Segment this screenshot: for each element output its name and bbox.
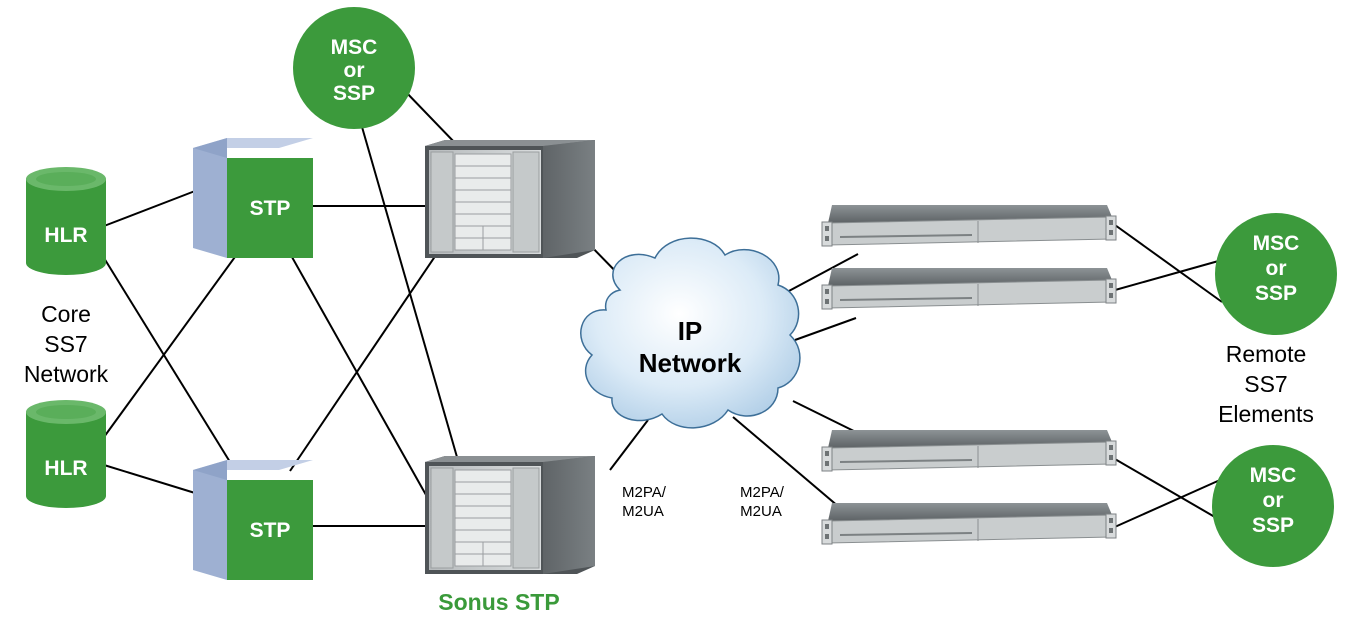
- link-msc-sonus1: [402, 88, 458, 146]
- rack-server-icon: [821, 502, 1117, 545]
- rack-server-icon: [821, 204, 1117, 247]
- link-hlr1-stp2: [103, 257, 231, 463]
- hlr-label: HLR: [44, 224, 87, 247]
- link-hlr2-stp2: [103, 464, 196, 494]
- msc-label-line-3: SSP: [333, 82, 375, 105]
- msc-label-line-2: or: [1266, 257, 1287, 280]
- msc-node-core[interactable]: MSC or SSP: [293, 7, 415, 129]
- rack-server-icon: [821, 429, 1117, 472]
- link-hlr2-stp1: [103, 249, 241, 438]
- rack-server-4[interactable]: [821, 502, 1117, 545]
- connection-lines: [103, 88, 1223, 531]
- rack-server-1[interactable]: [821, 204, 1117, 247]
- circle-node-icon: [1215, 213, 1337, 335]
- stp-node-bottom[interactable]: STP: [193, 460, 313, 580]
- msc-label-line-1: MSC: [1253, 232, 1300, 255]
- link-cloud-rack1: [786, 253, 859, 293]
- hlr-label: HLR: [44, 457, 87, 480]
- stp-label: STP: [250, 519, 291, 542]
- rack-server-2[interactable]: [821, 267, 1117, 310]
- hlr-database-bottom[interactable]: HLR: [26, 400, 106, 508]
- core-network-line-2: SS7: [44, 331, 87, 357]
- msc-label-line-3: SSP: [1255, 282, 1297, 305]
- link-cloud-rack4: [732, 416, 853, 519]
- sonus-stp-label: Sonus STP: [438, 589, 559, 615]
- server-chassis-icon: [424, 455, 596, 575]
- link-rack4-msc-r2: [1107, 479, 1221, 531]
- database-cylinder-icon: [26, 400, 106, 508]
- msc-label-line-2: or: [1263, 489, 1284, 512]
- link-rack1-msc-r1: [1107, 219, 1223, 303]
- ip-network-line-2: Network: [639, 348, 742, 378]
- server-chassis-icon: [424, 139, 596, 259]
- link-hlr1-stp1: [103, 190, 196, 227]
- core-network-line-3: Network: [24, 361, 109, 387]
- protocol-line-2: M2UA: [740, 503, 782, 520]
- stp-node-top[interactable]: STP: [193, 138, 313, 258]
- remote-elements-line-2: SS7: [1244, 371, 1287, 397]
- msc-label-line-1: MSC: [1250, 464, 1297, 487]
- link-msc-sonus2: [359, 119, 460, 465]
- msc-label-line-1: MSC: [331, 36, 378, 59]
- ip-network-line-1: IP: [678, 316, 703, 346]
- sonus-stp-chassis-bottom[interactable]: [424, 455, 596, 575]
- circle-node-icon: [1212, 445, 1334, 567]
- link-rack2-msc-r1: [1107, 259, 1223, 293]
- remote-elements-line-3: Elements: [1218, 401, 1314, 427]
- msc-label-line-2: or: [344, 59, 365, 82]
- link-sonus2-cloud: [609, 419, 649, 471]
- remote-elements-label: Remote SS7 Elements: [1218, 341, 1314, 427]
- protocol-line-1: M2PA/: [622, 484, 667, 501]
- cloud-icon: [580, 237, 801, 429]
- link-cloud-rack2: [794, 317, 857, 341]
- hlr-database-top[interactable]: HLR: [26, 167, 106, 275]
- link-stp2-sonus1: [289, 245, 443, 472]
- remote-elements-line-1: Remote: [1226, 341, 1307, 367]
- ip-network-cloud[interactable]: IP Network: [580, 237, 801, 429]
- protocol-line-1: M2PA/: [740, 484, 785, 501]
- link-stp1-sonus2: [287, 249, 431, 503]
- protocol-line-2: M2UA: [622, 503, 664, 520]
- core-network-line-1: Core: [41, 301, 91, 327]
- circle-node-icon: [293, 7, 415, 129]
- link-rack3-msc-r2: [1107, 454, 1221, 521]
- msc-node-remote-bottom[interactable]: MSC or SSP: [1212, 445, 1334, 567]
- core-network-label: Core SS7 Network: [24, 301, 109, 387]
- msc-label-line-3: SSP: [1252, 514, 1294, 537]
- stp-label: STP: [250, 197, 291, 220]
- database-cylinder-icon: [26, 167, 106, 275]
- protocol-label-left: M2PA/ M2UA: [622, 484, 667, 520]
- msc-node-remote-top[interactable]: MSC or SSP: [1215, 213, 1337, 335]
- protocol-label-right: M2PA/ M2UA: [740, 484, 785, 520]
- rack-server-3[interactable]: [821, 429, 1117, 472]
- rack-server-icon: [821, 267, 1117, 310]
- sonus-stp-chassis-top[interactable]: [424, 139, 596, 259]
